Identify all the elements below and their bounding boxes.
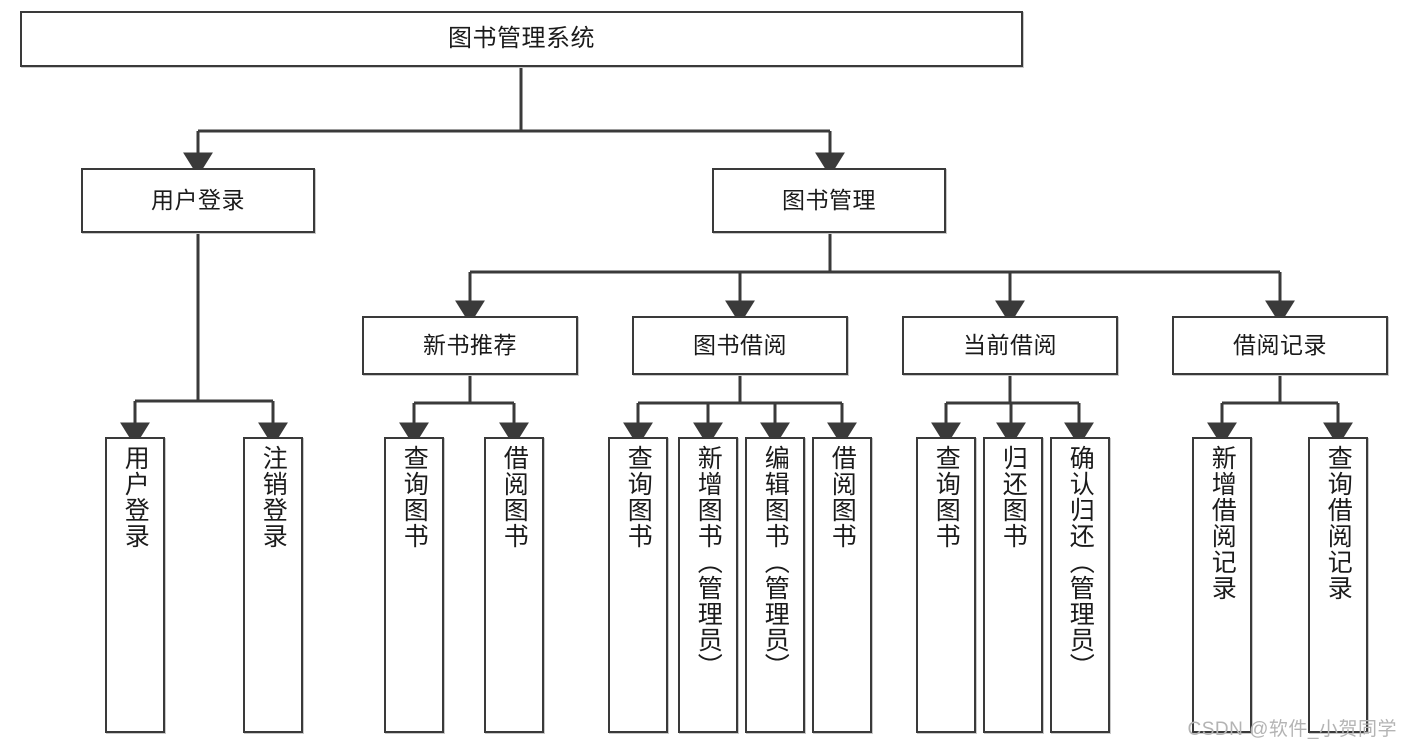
node-leaf-query-book-1-label: 查询图书	[400, 445, 429, 549]
node-user-login-label: 用户登录	[151, 186, 245, 213]
node-leaf-logout-login[interactable]: 注销登录	[243, 437, 303, 733]
node-leaf-add-book[interactable]: 新增图书（管理员）	[678, 437, 738, 733]
node-book-manage-label: 图书管理	[782, 186, 876, 213]
node-leaf-edit-book-label: 编辑图书（管理员）	[761, 445, 790, 679]
node-leaf-user-login[interactable]: 用户登录	[105, 437, 165, 733]
node-leaf-return-book-label: 归还图书	[999, 445, 1028, 549]
node-leaf-query-record-label: 查询借阅记录	[1324, 445, 1353, 601]
node-user-login[interactable]: 用户登录	[81, 168, 315, 233]
node-root[interactable]: 图书管理系统	[20, 11, 1023, 67]
node-leaf-borrow-book-2[interactable]: 借阅图书	[812, 437, 872, 733]
node-leaf-query-book-2-label: 查询图书	[624, 445, 653, 549]
node-leaf-query-record[interactable]: 查询借阅记录	[1308, 437, 1368, 733]
node-current-borrow-label: 当前借阅	[963, 331, 1057, 358]
node-leaf-user-login-label: 用户登录	[121, 445, 150, 549]
node-leaf-query-book-3[interactable]: 查询图书	[916, 437, 976, 733]
node-leaf-borrow-book-1[interactable]: 借阅图书	[484, 437, 544, 733]
node-leaf-query-book-3-label: 查询图书	[932, 445, 961, 549]
node-book-manage[interactable]: 图书管理	[712, 168, 946, 233]
node-leaf-confirm-return-label: 确认归还（管理员）	[1066, 445, 1095, 679]
node-leaf-return-book[interactable]: 归还图书	[983, 437, 1043, 733]
node-leaf-logout-login-label: 注销登录	[259, 445, 288, 549]
node-book-borrow[interactable]: 图书借阅	[632, 316, 848, 375]
node-leaf-edit-book[interactable]: 编辑图书（管理员）	[745, 437, 805, 733]
node-leaf-borrow-book-2-label: 借阅图书	[828, 445, 857, 549]
node-leaf-query-book-2[interactable]: 查询图书	[608, 437, 668, 733]
node-leaf-add-record[interactable]: 新增借阅记录	[1192, 437, 1252, 733]
node-current-borrow[interactable]: 当前借阅	[902, 316, 1118, 375]
node-book-borrow-label: 图书借阅	[693, 331, 787, 358]
node-leaf-borrow-book-1-label: 借阅图书	[500, 445, 529, 549]
node-leaf-confirm-return[interactable]: 确认归还（管理员）	[1050, 437, 1110, 733]
node-new-book-recommend-label: 新书推荐	[423, 331, 517, 358]
node-root-label: 图书管理系统	[448, 24, 595, 52]
node-leaf-query-book-1[interactable]: 查询图书	[384, 437, 444, 733]
node-leaf-add-record-label: 新增借阅记录	[1208, 445, 1237, 601]
node-borrow-record-label: 借阅记录	[1233, 331, 1327, 358]
node-borrow-record[interactable]: 借阅记录	[1172, 316, 1388, 375]
node-new-book-recommend[interactable]: 新书推荐	[362, 316, 578, 375]
node-leaf-add-book-label: 新增图书（管理员）	[694, 445, 723, 679]
watermark-text: CSDN @软件_小贺同学	[1187, 719, 1397, 740]
